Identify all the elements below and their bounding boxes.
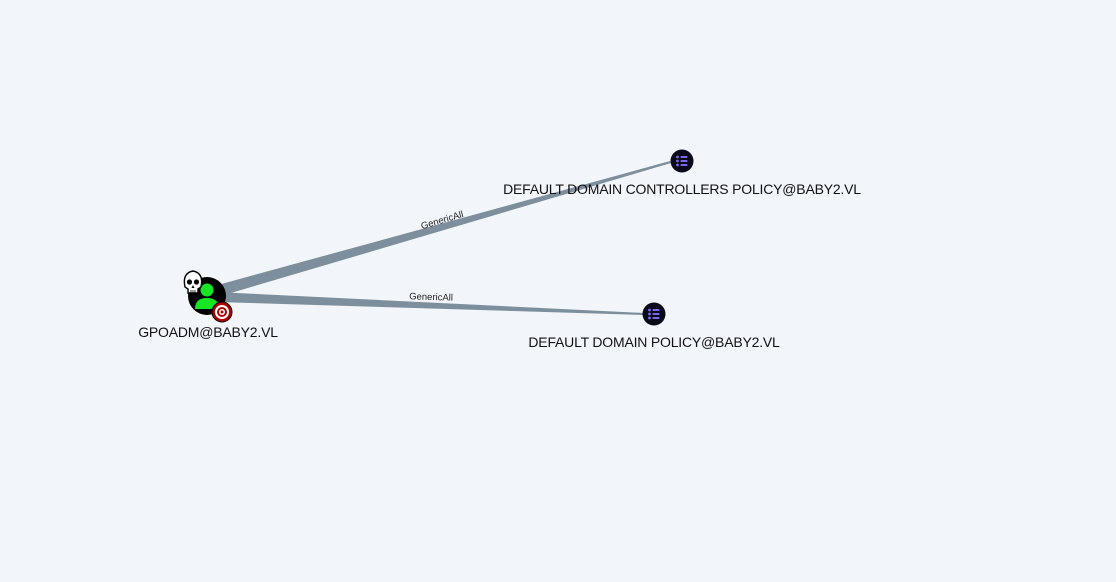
edge-user-to-domain-policy[interactable]: GenericAll (216, 291, 644, 315)
list-icon (648, 308, 660, 320)
node-label: DEFAULT DOMAIN CONTROLLERS POLICY@BABY2.… (503, 181, 861, 197)
edge-label: GenericAll (409, 291, 453, 303)
edge-path[interactable] (214, 161, 671, 298)
owned-skull-icon (183, 270, 203, 294)
node-user-gpoadm[interactable]: GPOADM@BABY2.VL (138, 270, 278, 340)
node-gpo-default-domain-controllers-policy[interactable]: DEFAULT DOMAIN CONTROLLERS POLICY@BABY2.… (503, 149, 861, 198)
node-label: DEFAULT DOMAIN POLICY@BABY2.VL (528, 334, 780, 350)
node-label: GPOADM@BABY2.VL (138, 324, 278, 340)
graph-edges: GenericAll GenericAll (214, 161, 671, 315)
node-gpo-default-domain-policy[interactable]: DEFAULT DOMAIN POLICY@BABY2.VL (528, 302, 780, 351)
user-icon (195, 283, 219, 309)
high-value-target-icon (211, 301, 233, 323)
edge-path[interactable] (216, 292, 644, 315)
list-icon (676, 155, 688, 167)
